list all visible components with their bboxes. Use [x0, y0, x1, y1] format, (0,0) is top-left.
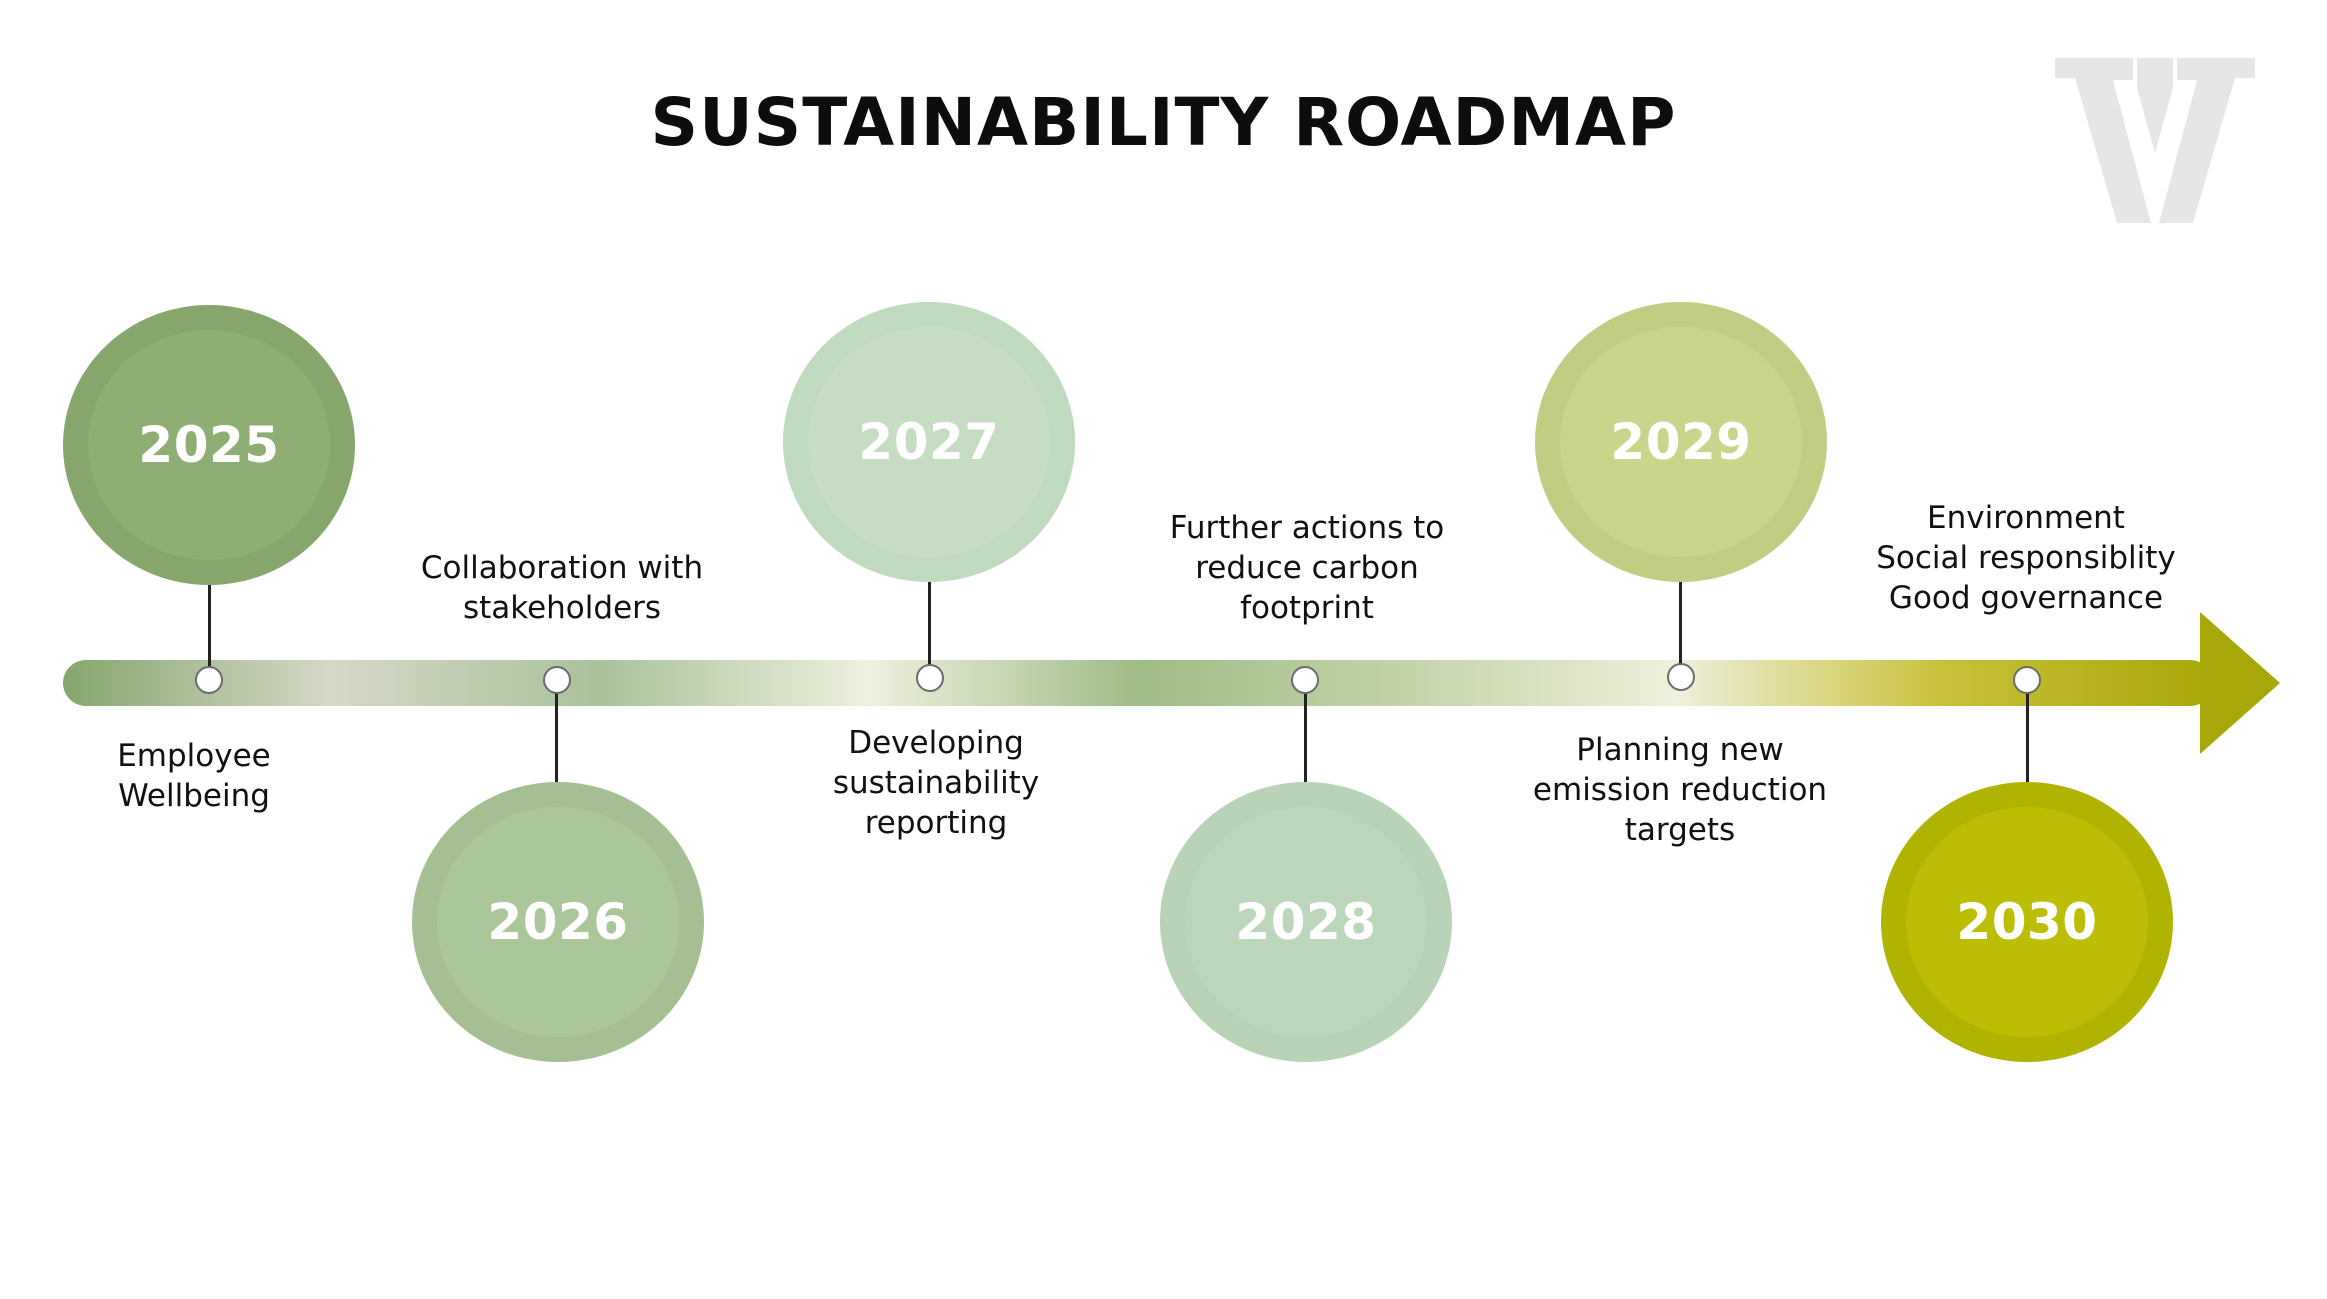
milestone-circle: 2030 — [1881, 782, 2173, 1062]
milestone-description-line: sustainability — [832, 765, 1040, 801]
milestone-description: Environment Social responsiblity Good go… — [1846, 498, 2206, 618]
milestone-year: 2028 — [1235, 893, 1377, 951]
milestone-dot — [1667, 663, 1695, 691]
milestone-description-line: Wellbeing — [118, 778, 270, 814]
milestone-description: Further actions to reduce carbon footpri… — [1127, 508, 1487, 628]
milestone-dot — [543, 666, 571, 694]
milestone-description-line: reporting — [864, 805, 1008, 841]
milestone-circle-inner — [1906, 807, 2148, 1037]
logo-shape-left — [2055, 58, 2151, 223]
milestone-circle-inner — [1560, 327, 1802, 557]
milestone-year: 2030 — [1956, 893, 2098, 951]
milestone-dot — [916, 664, 944, 692]
milestone-description-line: Employee — [117, 738, 271, 774]
milestone-stem — [2026, 692, 2029, 792]
timeline-arrow-head — [2200, 612, 2280, 754]
milestone-circle-inner — [88, 330, 330, 560]
timeline-arrow-shaft — [63, 660, 2213, 706]
milestone-circle: 2026 — [412, 782, 704, 1062]
milestone-description-line: Further actions to — [1169, 510, 1445, 546]
milestone-year: 2029 — [1610, 413, 1752, 471]
milestone-description-line: Good governance — [1888, 580, 2164, 616]
logo-shape-right — [2159, 58, 2255, 223]
milestone-stem — [1679, 578, 1682, 678]
milestone-stem — [928, 578, 931, 678]
milestone-dot — [2013, 666, 2041, 694]
milestone-year: 2027 — [858, 413, 1000, 471]
milestone-year: 2025 — [138, 416, 280, 474]
logo-shape-center — [2137, 58, 2173, 153]
milestone-description-line: Planning new — [1576, 732, 1784, 768]
milestone-dot — [195, 666, 223, 694]
milestone-description-line: reduce carbon — [1195, 550, 1419, 586]
milestone-description-line: Environment — [1927, 500, 2125, 536]
milestone-description: Employee Wellbeing — [14, 736, 374, 816]
tw-logo-icon — [2055, 58, 2255, 223]
milestone-description: Planning new emission reduction targets — [1500, 730, 1860, 850]
milestone-description-line: stakeholders — [462, 590, 662, 626]
milestone-circle-inner — [808, 327, 1050, 557]
milestone-description-line: Collaboration with — [420, 550, 704, 586]
milestone-description: Developing sustainability reporting — [756, 723, 1116, 843]
milestone-circle: 2028 — [1160, 782, 1452, 1062]
milestone-stem — [208, 580, 211, 680]
milestone-description-line: Developing — [848, 725, 1024, 761]
milestone-description-line: footprint — [1240, 590, 1374, 626]
milestone-circle-inner — [437, 807, 679, 1037]
milestone-description-line: targets — [1624, 812, 1736, 848]
milestone-circle: 2029 — [1535, 302, 1827, 582]
milestone-circle-inner — [1185, 807, 1427, 1037]
milestone-description: Collaboration with stakeholders — [382, 548, 742, 628]
milestone-description-line: emission reduction — [1532, 772, 1828, 808]
milestone-description-line: Social responsiblity — [1876, 540, 2176, 576]
milestone-stem — [555, 690, 558, 790]
milestone-circle: 2025 — [63, 305, 355, 585]
milestone-dot — [1291, 666, 1319, 694]
milestone-year: 2026 — [487, 893, 629, 951]
milestone-circle: 2027 — [783, 302, 1075, 582]
milestone-stem — [1304, 690, 1307, 790]
page-title: SUSTAINABILITY ROADMAP — [650, 84, 1677, 161]
